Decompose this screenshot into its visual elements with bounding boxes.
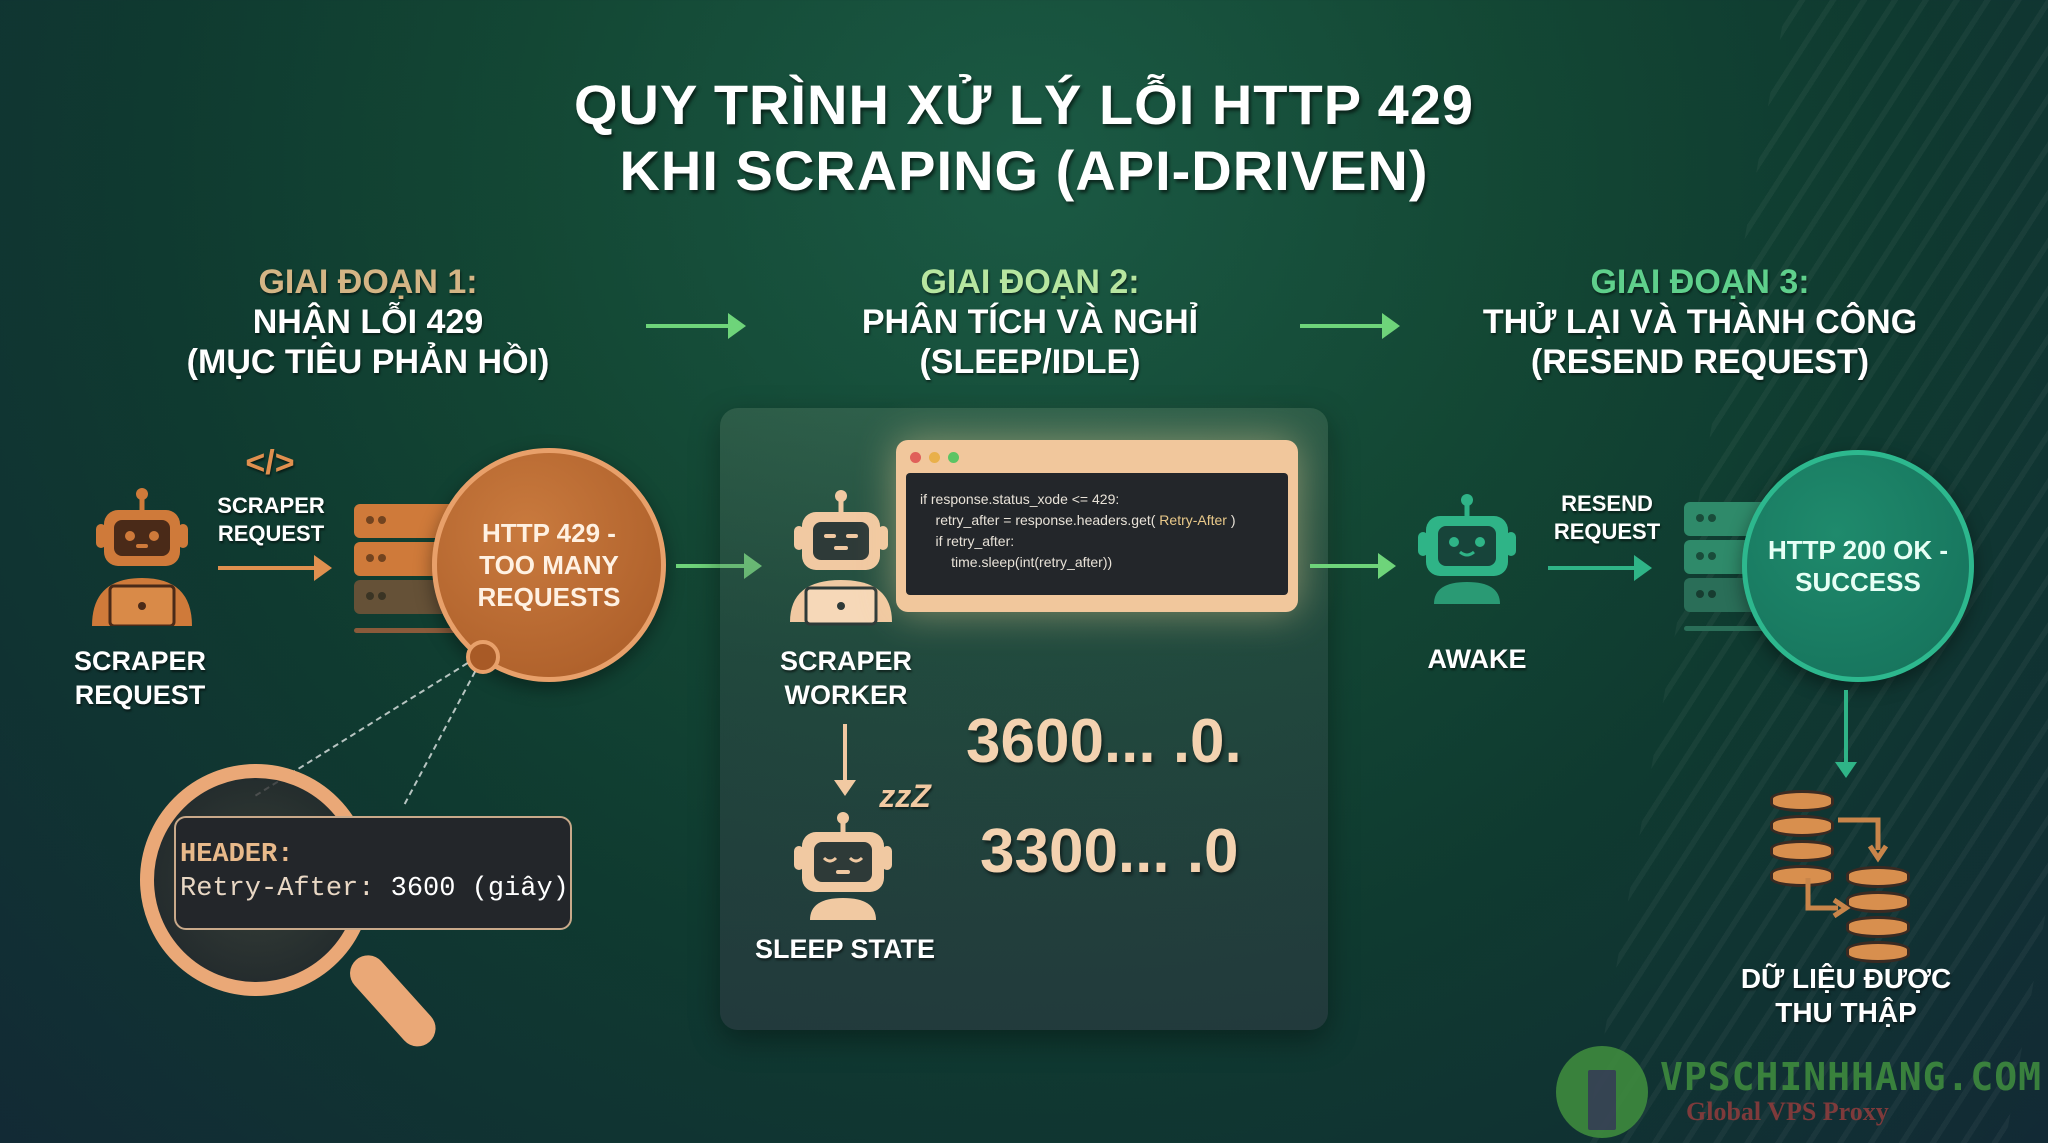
vpschinhhang-watermark: VPSCHINHHANG.COM Global VPS Proxy [1556,1046,2042,1138]
phase-arrow-2-icon [1300,313,1400,339]
header-value: 3600 (giây) [390,874,569,904]
phase-2-header: GIAI ĐOẠN 2: PHÂN TÍCH VÀ NGHỈ (SLEEP/ID… [750,262,1310,382]
retry-after-header-box: HEADER: Retry-After: 3600 (giây) [174,816,572,930]
phase-2-title: GIAI ĐOẠN 2: [920,263,1140,301]
title-line-2: KHI SCRAPING (API-DRIVEN) [619,139,1429,202]
watermark-name: VPSCHINHHANG.COM [1660,1055,2043,1099]
request-arrow-icon [218,555,332,581]
status-429-badge: HTTP 429 - TOO MANY REQUESTS [432,448,666,682]
success-down-arrow-icon [1835,690,1857,778]
phase-1-line-2: (MỤC TIÊU PHẢN HỒI) [186,343,550,381]
data-transfer-arrows-icon [1805,817,1889,919]
sleep-state-label: SLEEP STATE [754,934,936,964]
code-snippet: if response.status_xode <= 429: retry_af… [906,473,1288,595]
countdown-value-2: 3300... .0 [980,817,1239,886]
phase-3-line-1: THỬ LẠI VÀ THÀNH CÔNG [1482,303,1918,341]
awake-robot-icon [1418,494,1516,604]
phase-2-line-1: PHÂN TÍCH VÀ NGHỈ [861,303,1199,341]
zoom-point-icon [466,640,500,674]
page-title: QUY TRÌNH XỬ LÝ LỖI HTTP 429 KHI SCRAPIN… [0,72,2048,204]
phase-1-line-1: NHẬN LỖI 429 [252,303,484,341]
maximize-dot-icon [948,452,959,463]
phase-2-line-2: (SLEEP/IDLE) [919,343,1141,381]
dashed-connector-2 [403,671,476,805]
phase-3-title: GIAI ĐOẠN 3: [1590,263,1810,301]
scraper-worker-robot-icon [790,490,892,626]
scraper-robot-icon [92,488,192,626]
code-tag-icon: </> [245,444,295,482]
phase-arrow-1-icon [646,313,746,339]
sleeping-robot-icon [794,812,892,920]
minimize-dot-icon [929,452,940,463]
phase-1-title: GIAI ĐOẠN 1: [258,263,478,301]
watermark-tagline: Global VPS Proxy [1686,1097,1889,1126]
header-name: Retry-After: [180,874,391,904]
database-icon-source [1770,790,1834,890]
down-arrow-icon [834,724,856,796]
phase-3-line-2: (RESEND REQUEST) [1530,343,1870,381]
code-window: if response.status_xode <= 429: retry_af… [896,440,1298,612]
database-icon-target [1846,866,1910,966]
stage-arrow-2-icon [1310,553,1396,579]
title-line-1: QUY TRÌNH XỬ LÝ LỖI HTTP 429 [573,73,1475,136]
status-200-badge: HTTP 200 OK - SUCCESS [1742,450,1974,682]
zzz-icon: zzZ [879,778,931,814]
magnifier-handle-icon [342,947,443,1054]
header-key: HEADER: [180,840,294,870]
phase-3-header: GIAI ĐOẠN 3: THỬ LẠI VÀ THÀNH CÔNG (RESE… [1420,262,1980,382]
awake-label: AWAKE [1427,644,1527,674]
window-controls [906,450,1288,473]
cloud-server-logo-icon [1556,1046,1648,1138]
close-dot-icon [910,452,921,463]
phase-1-header: GIAI ĐOẠN 1: NHẬN LỖI 429 (MỤC TIÊU PHẢN… [88,262,648,382]
resend-arrow-icon [1548,555,1652,581]
countdown-value-1: 3600... .0. [966,707,1242,776]
